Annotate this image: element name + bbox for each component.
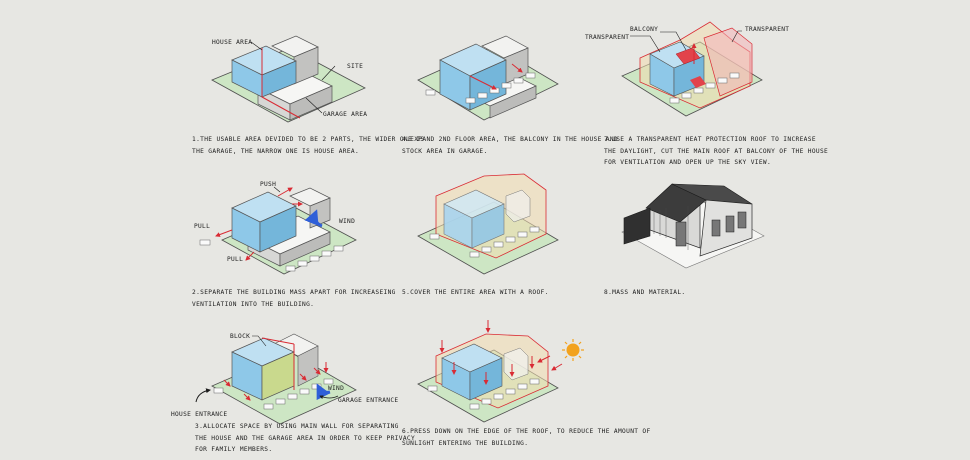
panel-8-diagram <box>621 183 765 269</box>
caption-step-4: 4.EXPAND 2ND FLOOR AREA, THE BALCONY IN … <box>402 136 618 155</box>
label-house-area: HOUSE AREA <box>212 39 252 46</box>
label-block: BLOCK <box>230 333 250 340</box>
caption-step-1: 1.THE USABLE AREA DEVIDED TO BE 2 PARTS,… <box>192 136 425 155</box>
label-pull-left: PULL <box>194 223 210 230</box>
label-wind-2: WIND <box>339 218 355 225</box>
label-balcony: BALCONY <box>630 26 658 33</box>
panel-2-diagram: PUSH PULL PULL WIND <box>194 181 357 275</box>
panel-4-diagram <box>417 35 559 121</box>
label-push: PUSH <box>260 181 276 188</box>
panel-3-diagram: BLOCK WIND GARAGE ENTRANCE HOUSE ENTRANC… <box>171 333 398 425</box>
caption-step-2: 2.SEPARATE THE BUILDING MASS APART FOR I… <box>192 289 396 308</box>
panel-7-diagram: TRANSPARENT BALCONY TRANSPARENT <box>585 21 789 117</box>
sun-icon <box>562 339 584 361</box>
label-site: SITE <box>347 63 363 70</box>
label-pull-bottom: PULL <box>227 256 243 263</box>
label-house-entrance: HOUSE ENTRANCE <box>171 411 227 418</box>
label-transparent-right: TRANSPARENT <box>745 26 789 33</box>
label-wind-3: WIND <box>328 385 344 392</box>
caption-step-6: 6.PRESS DOWN ON THE EDGE OF THE ROOF, TO… <box>402 428 651 447</box>
caption-step-8: 8.MASS AND MATERIAL. <box>604 289 686 296</box>
panel-1-diagram: HOUSE AREA SITE GARAGE AREA <box>211 35 367 123</box>
caption-step-7: 7.USE A TRANSPARENT HEAT PROTECTION ROOF… <box>604 136 829 166</box>
panel-6-diagram <box>417 320 584 423</box>
label-transparent-left: TRANSPARENT <box>585 34 629 41</box>
label-garage-entrance: GARAGE ENTRANCE <box>338 397 398 404</box>
label-garage-area: GARAGE AREA <box>323 111 367 118</box>
panel-5-diagram <box>417 173 559 275</box>
caption-step-5: 5.COVER THE ENTIRE AREA WITH A ROOF. <box>402 289 549 296</box>
caption-step-3: 3.ALLOCATE SPACE BY USING MAIN WALL FOR … <box>195 423 416 453</box>
